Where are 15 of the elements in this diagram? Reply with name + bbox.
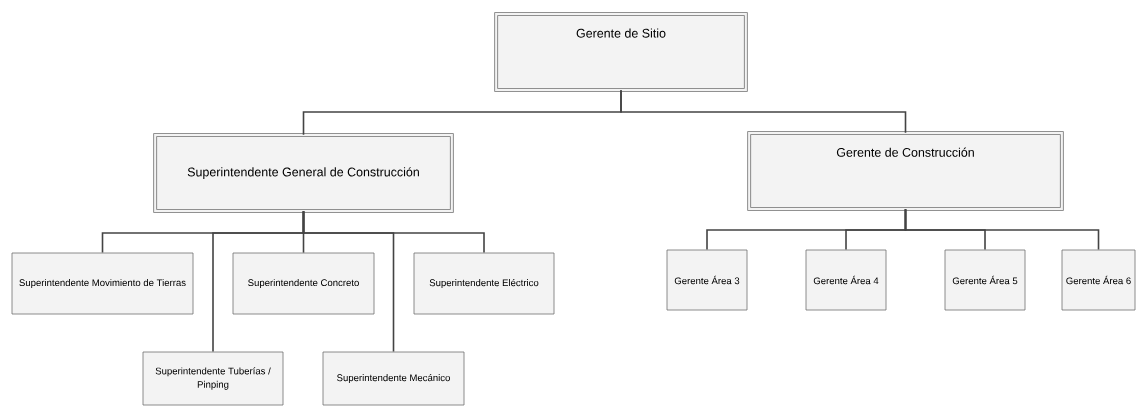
- org-box: Superintendente Eléctrico: [413, 252, 555, 315]
- org-box: Gerente de Construcción: [747, 131, 1064, 211]
- connector-line: [302, 210, 485, 254]
- org-box: Superintendente Movimiento de Tierras: [11, 252, 194, 315]
- org-box: Superintendente Mecánico: [322, 351, 465, 406]
- org-box: Gerente Área 3: [666, 249, 748, 311]
- org-box: Gerente Área 5: [944, 249, 1026, 311]
- org-box: Superintendente General de Construcción: [153, 133, 454, 213]
- org-box: Superintendente Tuberías / Pinping: [142, 351, 284, 406]
- connector-line: [620, 89, 907, 134]
- org-box: Gerente de Sitio: [494, 12, 748, 92]
- connector-line: [904, 208, 1100, 251]
- org-box: Superintendente Concreto: [232, 252, 375, 315]
- org-box: Gerente Área 4: [805, 249, 887, 311]
- org-box: Gerente Área 6: [1061, 249, 1136, 311]
